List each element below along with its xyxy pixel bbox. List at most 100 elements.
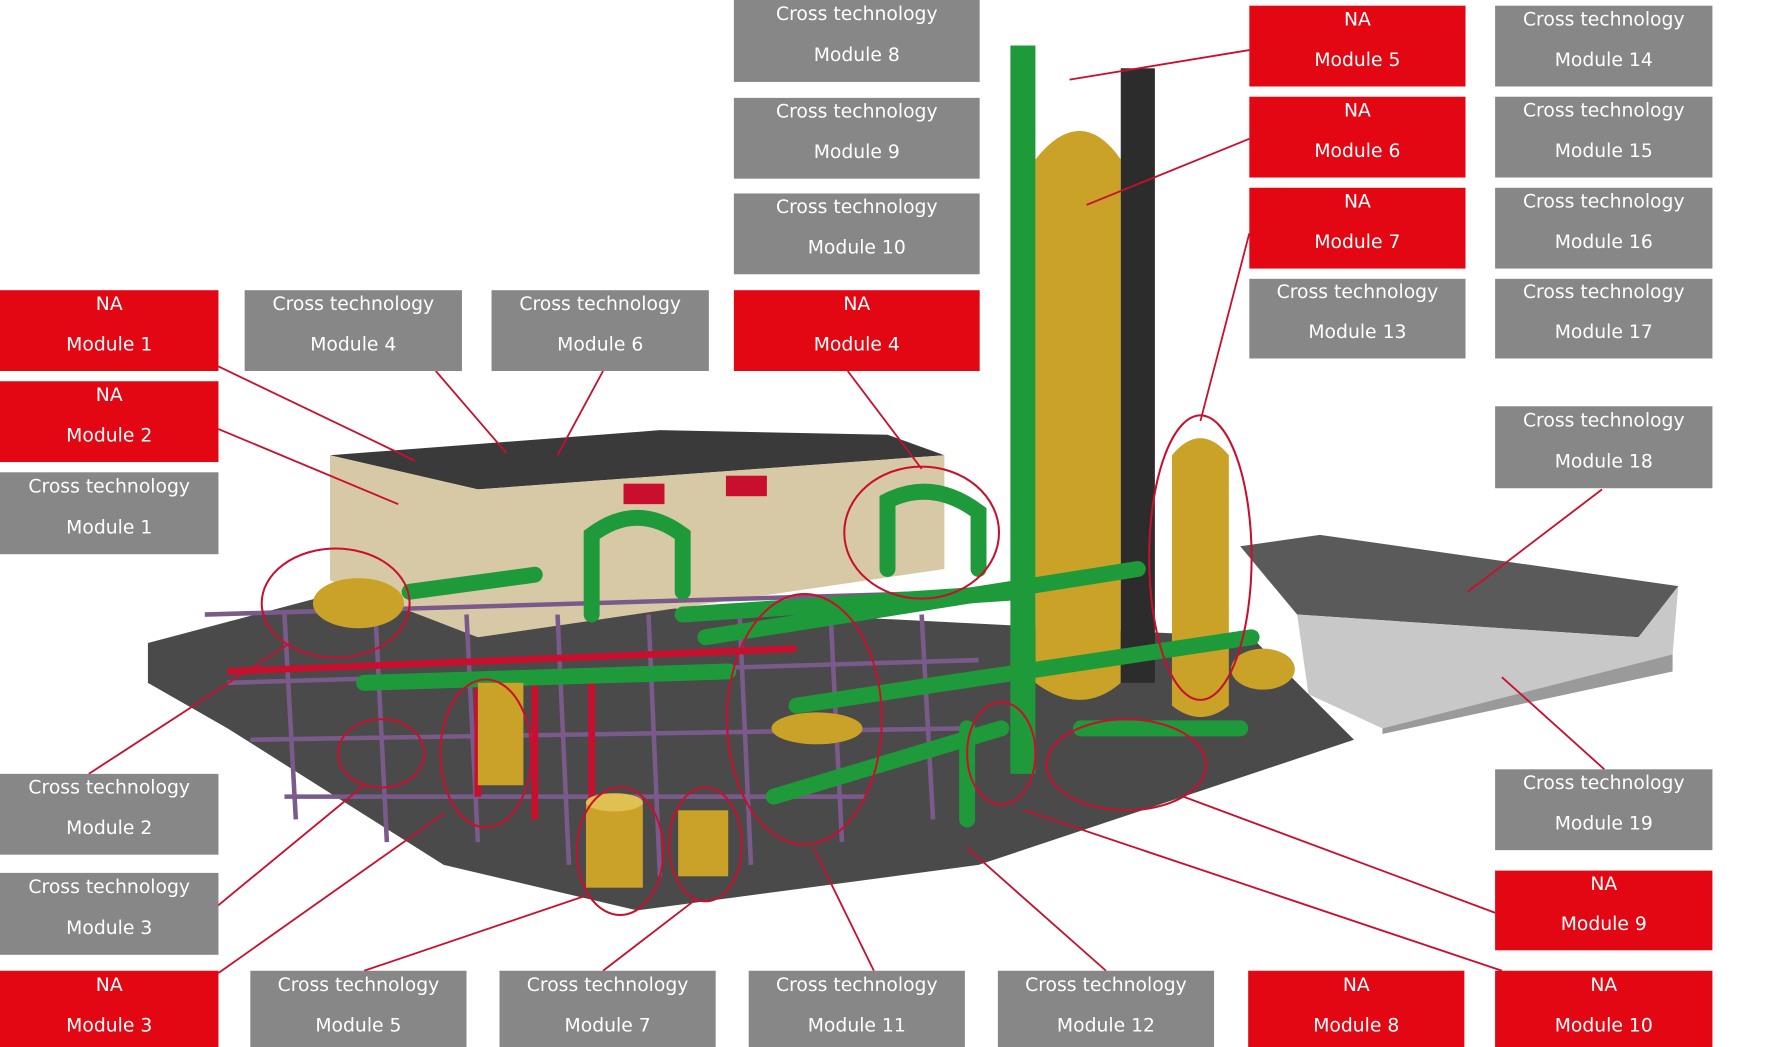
label-box — [1495, 278, 1713, 359]
tan-building-wall — [329, 455, 945, 638]
label-category: Cross technology — [1523, 191, 1685, 212]
label-module: Module 7 — [1314, 232, 1400, 253]
label-box — [1495, 870, 1713, 951]
label-category: NA — [96, 975, 123, 996]
label-category: Cross technology — [272, 294, 434, 315]
label-module: Module 15 — [1555, 141, 1653, 162]
label-category: Cross technology — [1523, 100, 1685, 121]
leader-line — [1086, 137, 1250, 206]
gold-exchanger — [771, 712, 863, 745]
label-module: Module 3 — [66, 918, 152, 939]
leader-line — [1501, 676, 1605, 770]
leader-line — [602, 898, 697, 972]
label-box — [1249, 278, 1466, 359]
label-module: Module 10 — [1555, 1016, 1653, 1037]
highlight-ellipse — [1045, 718, 1208, 812]
highlight-ellipse — [260, 547, 411, 659]
label-category: Cross technology — [519, 294, 681, 315]
label-category: Cross technology — [776, 102, 938, 123]
label-module: Module 17 — [1555, 322, 1653, 343]
gold-drum — [312, 578, 404, 629]
label-module: Module 2 — [66, 818, 152, 839]
leader-line — [215, 784, 365, 908]
label-box — [1495, 406, 1713, 489]
leader-line — [812, 847, 875, 972]
module-label-na7: NA Module 7 — [1249, 187, 1466, 269]
grey-building-roof — [1240, 534, 1679, 638]
label-module: Module 19 — [1555, 813, 1653, 834]
leader-line — [363, 894, 587, 972]
label-category: NA — [843, 294, 870, 315]
label-module: Module 12 — [1057, 1016, 1155, 1037]
gold-column — [1035, 130, 1121, 700]
highlight-circles — [260, 414, 1253, 917]
label-category: NA — [96, 385, 123, 406]
gold-tank — [585, 802, 643, 888]
leader-line — [1183, 795, 1496, 914]
label-category: NA — [96, 294, 123, 315]
leader-line — [966, 847, 1107, 972]
leader-line — [556, 370, 604, 456]
module-label-na1: NA Module 1 — [0, 290, 219, 372]
highlight-ellipse — [336, 718, 426, 789]
label-box — [1495, 769, 1713, 851]
leader-line — [1023, 809, 1503, 972]
leader-line — [1467, 488, 1603, 593]
label-box — [733, 97, 980, 179]
highlight-ellipse — [668, 786, 743, 903]
leader-lines — [88, 49, 1605, 974]
label-category: NA — [1344, 9, 1371, 30]
label-box — [1495, 96, 1713, 178]
label-box — [733, 193, 980, 275]
green-piping — [356, 483, 1260, 828]
label-category: Cross technology — [776, 975, 938, 996]
label-category: Cross technology — [1523, 9, 1685, 30]
building-sign — [725, 475, 767, 497]
label-category: Cross technology — [527, 975, 689, 996]
tan-building-roof — [329, 430, 945, 490]
label-module: Module 8 — [1313, 1016, 1399, 1037]
label-category: NA — [1344, 100, 1371, 121]
label-category: Cross technology — [776, 4, 938, 25]
leader-line — [1069, 49, 1250, 81]
label-module: Module 1 — [66, 334, 152, 355]
gold-drum — [1231, 648, 1295, 690]
highlight-ellipse — [1148, 414, 1253, 701]
plant-3d-model — [147, 45, 1679, 911]
label-category: Cross technology — [1277, 282, 1439, 303]
label-module: Module 13 — [1308, 322, 1406, 343]
label-module: Module 7 — [565, 1016, 651, 1037]
label-box — [1248, 970, 1465, 1047]
label-module: Module 6 — [557, 334, 643, 355]
label-category: Cross technology — [1523, 773, 1685, 794]
leader-line — [88, 642, 291, 775]
leader-line — [218, 365, 416, 462]
highlight-ellipse — [966, 701, 1037, 806]
label-module: Module 9 — [814, 142, 900, 163]
gold-vessel-right — [1171, 438, 1229, 717]
leader-line — [846, 370, 923, 470]
highlight-ellipse — [726, 593, 883, 846]
label-box — [244, 290, 462, 372]
label-category: NA — [1344, 191, 1371, 212]
